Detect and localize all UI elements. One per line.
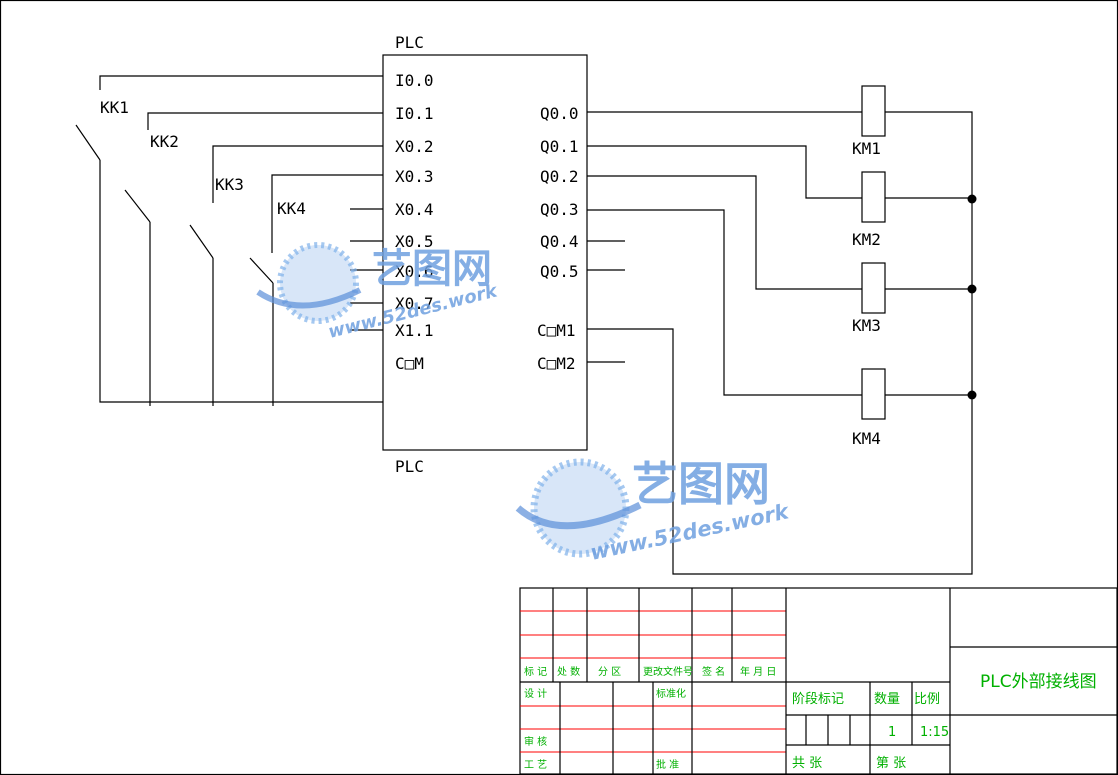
input-terminal: I0.0 (395, 71, 434, 90)
switch-kk4 (249, 257, 274, 284)
switch-kk1 (75, 124, 101, 161)
svg-text:艺图网: 艺图网 (372, 246, 492, 292)
junction-dot (967, 284, 977, 294)
watermark-logo: 艺图网 www.52des.work (515, 457, 793, 565)
svg-text:艺图网: 艺图网 (632, 457, 770, 511)
stage-label: 阶段标记 (792, 692, 844, 707)
switch-label: KK3 (215, 175, 244, 194)
sheet-number-label: 第 张 (876, 756, 906, 771)
reviewer-label: 审 核 (524, 735, 547, 748)
rev-header: 年 月 日 (740, 665, 776, 678)
standard-label: 标准化 (656, 687, 686, 700)
rev-header: 签 名 (702, 665, 725, 678)
plc-label-top: PLC (395, 33, 424, 52)
rev-header: 分 区 (598, 666, 621, 678)
watermark-logo: 艺图网 www.52des.work (256, 242, 500, 343)
output-terminal: Q0.5 (540, 262, 579, 281)
output-terminal: Q0.0 (540, 104, 579, 123)
title-block (519, 587, 1118, 775)
coil-label: KM3 (852, 316, 881, 335)
scale-label: 比例 (914, 692, 940, 707)
output-terminal: C□M1 (537, 321, 576, 340)
coil-label: KM1 (852, 139, 881, 158)
input-terminal: C□M (395, 354, 424, 373)
designer-label: 设 计 (524, 687, 547, 700)
input-terminal: X0.4 (395, 200, 434, 219)
coil-label: KM2 (852, 230, 881, 249)
plc-label-bottom: PLC (395, 457, 424, 476)
coil-km2 (861, 171, 886, 223)
input-terminal: X0.6 (395, 262, 434, 281)
output-terminal: Q0.2 (540, 167, 579, 186)
junction-dot (967, 194, 977, 204)
input-terminal: X1.1 (395, 321, 434, 340)
switch-label: KK4 (277, 199, 306, 218)
coil-km3 (861, 262, 886, 314)
input-wiring (99, 75, 383, 406)
plc-box (382, 54, 588, 451)
input-terminal: I0.1 (395, 104, 434, 123)
junction-dot (967, 390, 977, 400)
rev-header: 标 记 (524, 666, 547, 678)
process-label: 工 艺 (524, 759, 547, 771)
switch-kk3 (189, 224, 214, 259)
total-sheets-label: 共 张 (792, 756, 822, 771)
switch-label: KK1 (100, 98, 129, 117)
scale-value: 1:15 (920, 725, 949, 740)
input-terminal: X0.7 (395, 294, 434, 313)
input-terminal: X0.2 (395, 137, 434, 156)
quantity-label: 数量 (874, 692, 900, 707)
coil-label: KM4 (852, 429, 881, 448)
switch-kk2 (124, 189, 151, 223)
input-terminal: X0.5 (395, 232, 434, 251)
rev-header: 更改文件号 (643, 665, 693, 678)
output-terminal: Q0.3 (540, 200, 579, 219)
input-terminal: X0.3 (395, 167, 434, 186)
coil-km4 (861, 368, 886, 420)
output-terminal: Q0.1 (540, 137, 579, 156)
output-terminal: Q0.4 (540, 232, 579, 251)
switch-label: KK2 (150, 132, 179, 151)
rev-header: 处 数 (557, 665, 580, 678)
approve-label: 批 准 (656, 758, 679, 771)
coil-km1 (861, 85, 886, 137)
output-wiring (587, 111, 973, 575)
drawing-title: PLC外部接线图 (980, 672, 1097, 692)
output-terminal: C□M2 (537, 354, 576, 373)
quantity-value: 1 (888, 725, 896, 740)
